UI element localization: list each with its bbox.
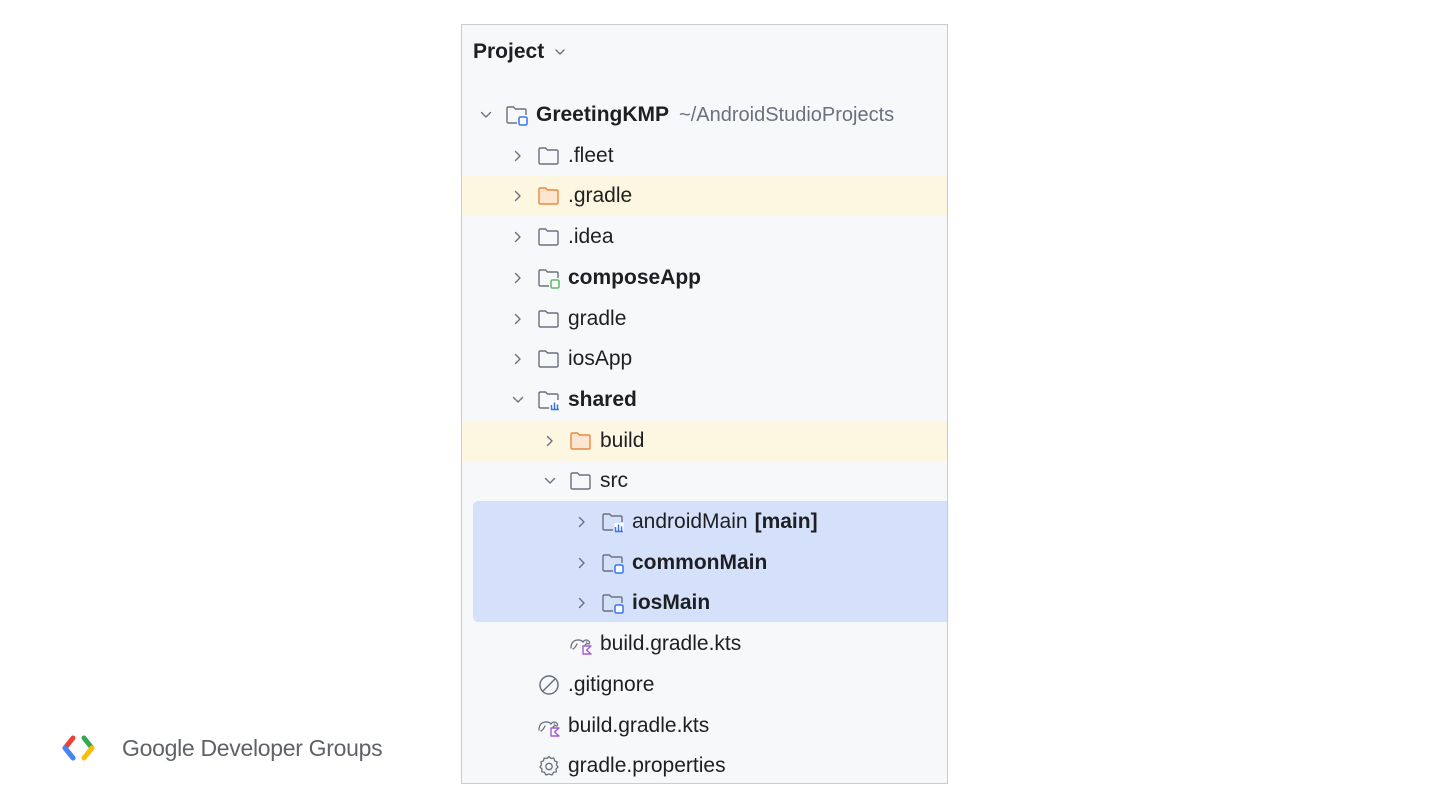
source-set-android-icon [602, 513, 624, 533]
tree-item-label: build [600, 428, 645, 452]
tree-item-label: commonMain [632, 550, 768, 574]
folder-icon [538, 309, 559, 328]
tree-row[interactable]: .gitignore [462, 665, 947, 705]
gradle-kotlin-icon [570, 639, 592, 655]
gdg-logo-icon [62, 735, 95, 761]
settings-gear-icon [539, 756, 559, 776]
tree-item-label: .gitignore [568, 672, 655, 696]
folder-orange-icon [538, 187, 559, 206]
tree-row[interactable]: gradle [462, 299, 947, 339]
selection-highlight [473, 501, 947, 622]
tree-row[interactable]: androidMain [main] [462, 502, 947, 542]
chevron-right-icon[interactable] [510, 351, 526, 367]
folder-icon [538, 228, 559, 246]
chevron-right-icon[interactable] [574, 595, 590, 611]
chevron-right-icon[interactable] [574, 514, 590, 530]
tree-item-label: androidMain [632, 510, 748, 533]
module-folder-green-icon [538, 269, 560, 289]
folder-icon [570, 472, 591, 490]
tree-row[interactable]: iosMain [462, 583, 947, 623]
source-set-blue-icon [602, 553, 624, 574]
chevron-down-icon[interactable] [542, 473, 558, 489]
tree-item-label: composeApp [568, 265, 702, 289]
tree-row[interactable]: .idea [462, 217, 947, 257]
tree-item-label: gradle [568, 306, 627, 330]
tree-row[interactable]: composeApp [462, 258, 947, 298]
folder-icon [538, 146, 559, 165]
tree-item-label: build.gradle.kts [568, 713, 710, 737]
tree-item-label: iosMain [632, 591, 711, 615]
module-folder-blue-icon [506, 106, 528, 126]
tree-item-label: gradle.properties [568, 754, 726, 778]
tree-row[interactable]: gradle.properties [462, 746, 947, 783]
tree-row[interactable]: build [462, 420, 947, 461]
footer-branding: Google Developer Groups [62, 733, 383, 763]
tree-item-label: iosApp [568, 347, 633, 371]
project-view-selector[interactable]: Project [473, 37, 568, 67]
project-path: ~/AndroidStudioProjects [679, 103, 895, 126]
chevron-down-icon[interactable] [510, 392, 526, 408]
chevron-down-icon[interactable] [478, 107, 494, 123]
chevron-right-icon[interactable] [510, 188, 526, 204]
chevron-right-icon[interactable] [510, 148, 526, 164]
tree-item-label: .idea [568, 225, 614, 249]
chevron-down-icon [555, 49, 565, 55]
tree-row[interactable]: .fleet [462, 136, 947, 176]
tree-item-label: GreetingKMP [536, 103, 670, 126]
panel-title: Project [473, 40, 545, 63]
tree-row[interactable]: build.gradle.kts [462, 706, 947, 746]
ignore-file-icon [539, 675, 559, 695]
chevron-right-icon[interactable] [510, 270, 526, 286]
tree-item-label: .fleet [568, 143, 614, 167]
tree-row[interactable]: iosApp [462, 339, 947, 379]
chevron-right-icon[interactable] [574, 555, 590, 571]
folder-orange-icon [570, 431, 591, 450]
tree-item-label: .gradle [568, 184, 633, 208]
tree-row[interactable]: shared [462, 380, 947, 420]
folder-icon [538, 350, 559, 368]
gdg-brand-text: Google Developer Groups [122, 734, 383, 761]
tree-item-label: shared [568, 387, 637, 411]
tree-row[interactable]: GreetingKMP ~/AndroidStudioProjects [462, 95, 947, 135]
project-tool-window: Project GreetingKMP ~/AndroidStudioProjec… [461, 24, 948, 784]
chevron-right-icon[interactable] [542, 433, 558, 449]
tree-row[interactable]: commonMain [462, 543, 947, 583]
tree-item-label: build.gradle.kts [600, 632, 742, 656]
chevron-right-icon[interactable] [510, 311, 526, 327]
tree-row[interactable]: .gradle [462, 176, 947, 217]
module-folder-android-icon [538, 391, 560, 411]
tree-row[interactable]: build.gradle.kts [462, 624, 947, 664]
source-set-tag: [main] [754, 510, 818, 533]
gradle-kotlin-icon [538, 720, 560, 737]
source-set-blue-icon [602, 594, 624, 615]
chevron-right-icon[interactable] [510, 229, 526, 245]
tree-row[interactable]: src [462, 461, 947, 501]
tree-item-label: src [600, 469, 628, 493]
